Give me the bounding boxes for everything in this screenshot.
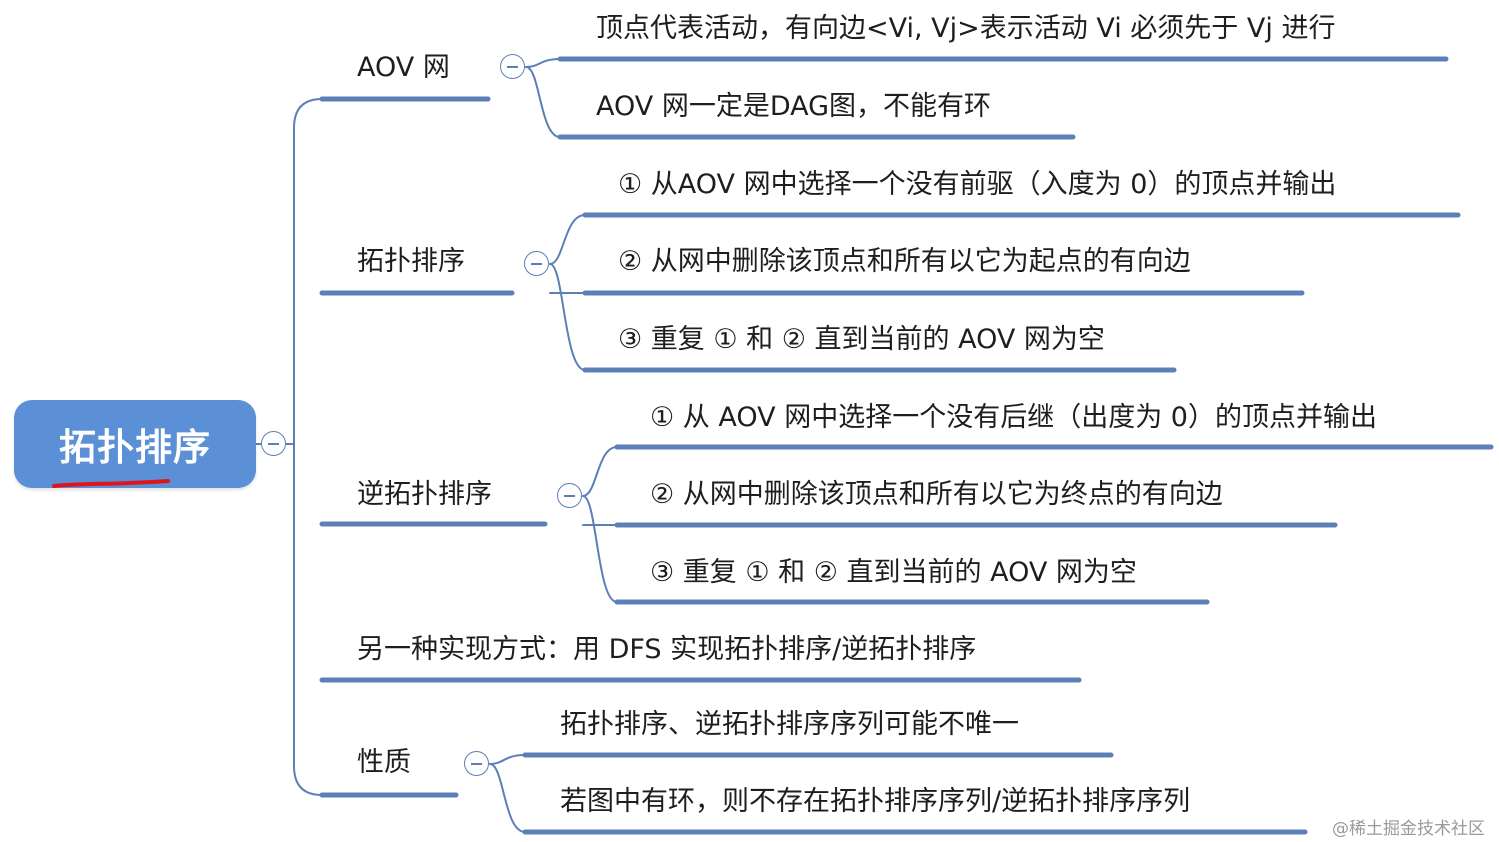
- root-topic-label: 拓扑排序: [59, 426, 211, 469]
- branch-reverse-topological-sort-collapse-button[interactable]: [557, 483, 582, 508]
- branch-properties-label[interactable]: 性质: [357, 747, 411, 778]
- branch-reverse-topological-sort-label[interactable]: 逆拓扑排序: [357, 479, 492, 510]
- trunk-connector: [293, 98, 323, 796]
- reverse-topo-bracket: [582, 495, 618, 603]
- minus-icon: [531, 262, 542, 265]
- reverse-topological-sort-step-3[interactable]: ③ 重复 ① 和 ② 直到当前的 AOV 网为空: [650, 557, 1137, 588]
- aov-network-leaf-2[interactable]: AOV 网一定是DAG图，不能有环: [596, 91, 992, 122]
- watermark-text: @稀土掘金技术社区: [1332, 819, 1485, 839]
- minus-icon: [471, 762, 482, 765]
- properties-leaf-2[interactable]: 若图中有环，则不存在拓扑排序序列/逆拓扑排序序列: [560, 786, 1191, 817]
- branch-properties-collapse-button[interactable]: [464, 751, 489, 776]
- aov-bracket: [525, 66, 561, 138]
- minus-icon: [564, 494, 575, 497]
- properties-leaf-1[interactable]: 拓扑排序、逆拓扑排序序列可能不唯一: [560, 709, 1019, 740]
- topological-sort-step-3[interactable]: ③ 重复 ① 和 ② 直到当前的 AOV 网为空: [618, 324, 1105, 355]
- reverse-topo-bracket: [582, 446, 618, 497]
- properties-bracket: [489, 763, 526, 833]
- branch-aov-network-collapse-button[interactable]: [500, 54, 525, 79]
- branch-topological-sort-label[interactable]: 拓扑排序: [357, 246, 465, 277]
- aov-network-leaf-1[interactable]: 顶点代表活动，有向边<Vi, Vj>表示活动 Vi 必须先于 Vj 进行: [596, 13, 1336, 44]
- topological-sort-step-2[interactable]: ② 从网中删除该顶点和所有以它为起点的有向边: [618, 246, 1191, 277]
- branch-aov-network-label[interactable]: AOV 网: [357, 52, 450, 83]
- minus-icon: [507, 65, 518, 68]
- root-topic-node[interactable]: 拓扑排序: [14, 400, 256, 488]
- root-collapse-button[interactable]: [261, 431, 286, 456]
- aov-bracket: [525, 58, 561, 68]
- red-pen-underline-mark: [52, 479, 170, 488]
- reverse-topological-sort-step-2[interactable]: ② 从网中删除该顶点和所有以它为终点的有向边: [650, 479, 1223, 510]
- topo-bracket: [549, 214, 586, 265]
- topo-bracket: [549, 263, 586, 371]
- branch-dfs-implementation-label[interactable]: 另一种实现方式：用 DFS 实现拓扑排序/逆拓扑排序: [357, 634, 977, 665]
- minus-icon: [268, 442, 279, 445]
- topological-sort-step-1[interactable]: ① 从AOV 网中选择一个没有前驱（入度为 0）的顶点并输出: [618, 169, 1337, 200]
- branch-topological-sort-collapse-button[interactable]: [524, 251, 549, 276]
- properties-bracket: [489, 754, 526, 765]
- reverse-topological-sort-step-1[interactable]: ① 从 AOV 网中选择一个没有后继（出度为 0）的顶点并输出: [650, 402, 1377, 433]
